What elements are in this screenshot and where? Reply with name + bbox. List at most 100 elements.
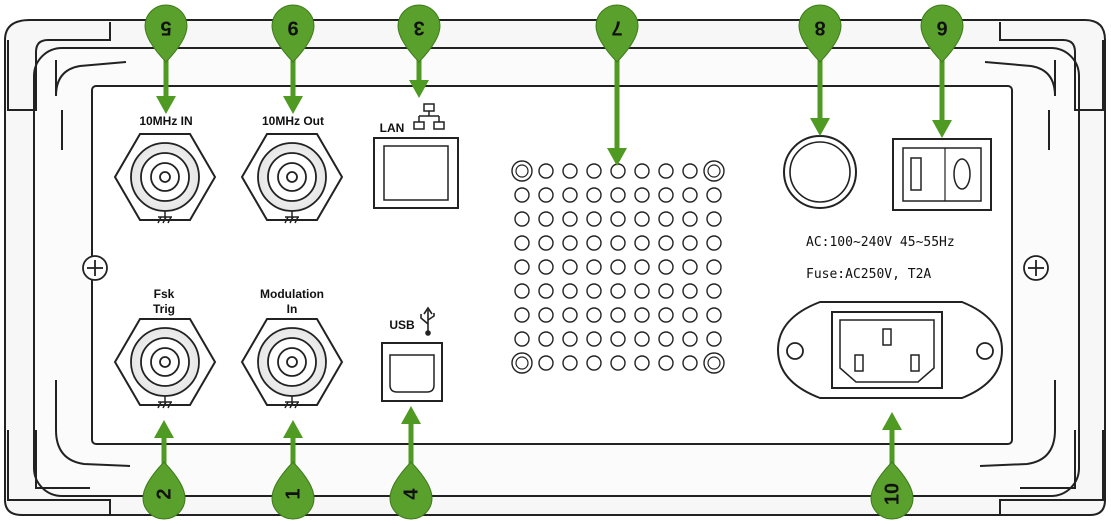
callout-number: 4 — [400, 488, 422, 500]
ground-symbol-icon — [284, 216, 299, 224]
label-lan: LAN — [380, 121, 405, 135]
ground-symbol-icon — [157, 401, 172, 409]
label-fsk: Fsk — [154, 287, 175, 301]
vent-hole — [562, 163, 578, 179]
vent-hole — [682, 235, 698, 251]
vent-corner-hole-inner — [707, 164, 721, 178]
vent-hole — [514, 235, 530, 251]
vent-corner-hole-inner — [515, 164, 529, 178]
power-switch[interactable] — [892, 138, 992, 211]
vent-hole — [586, 235, 602, 251]
vent-hole — [658, 235, 674, 251]
vent-hole — [586, 307, 602, 323]
callout-badge-4: 4 — [389, 461, 433, 520]
vent-hole — [538, 331, 554, 347]
vent-hole — [562, 259, 578, 275]
ground-symbol-icon — [284, 401, 299, 409]
vent-hole — [514, 187, 530, 203]
vent-hole — [514, 259, 530, 275]
vent-hole — [562, 187, 578, 203]
vent-hole — [586, 187, 602, 203]
vent-hole — [562, 307, 578, 323]
vent-hole — [706, 187, 722, 203]
vent-hole — [514, 283, 530, 299]
foot-top-right — [984, 22, 1104, 150]
inlet-mount-hole-left — [786, 342, 804, 360]
bnc-10mhz-in-connector[interactable] — [113, 133, 217, 224]
callout-badge-8: 8 — [798, 4, 842, 63]
callout-number: 3 — [413, 17, 424, 39]
vent-hole — [634, 283, 650, 299]
vent-hole — [610, 163, 626, 179]
callout-number: 8 — [814, 17, 825, 39]
vent-hole — [610, 187, 626, 203]
vent-hole — [538, 211, 554, 227]
vent-hole — [538, 307, 554, 323]
vent-hole — [610, 211, 626, 227]
foot-bottom-left — [7, 380, 131, 515]
vent-hole — [634, 355, 650, 371]
label-trig: Trig — [153, 302, 175, 316]
vent-hole — [682, 163, 698, 179]
vent-hole — [538, 163, 554, 179]
vent-hole — [538, 355, 554, 371]
vent-hole — [706, 283, 722, 299]
vent-hole — [634, 187, 650, 203]
ac-power-inlet[interactable] — [776, 301, 1004, 399]
vent-hole — [658, 163, 674, 179]
vent-hole — [658, 259, 674, 275]
callout-number: 7 — [611, 17, 622, 39]
foot-bottom-right — [979, 380, 1104, 515]
vent-hole — [562, 235, 578, 251]
vent-hole — [610, 259, 626, 275]
vent-hole — [562, 211, 578, 227]
vent-hole — [586, 331, 602, 347]
vent-hole — [610, 331, 626, 347]
vent-hole — [610, 355, 626, 371]
lan-port[interactable] — [373, 137, 459, 209]
vent-hole — [706, 307, 722, 323]
label-ac-rating: AC:100~240V 45~55Hz — [806, 235, 955, 250]
label-modulation-in: In — [287, 302, 298, 316]
callout-number: 5 — [160, 17, 171, 39]
vent-hole — [658, 331, 674, 347]
vent-hole — [514, 211, 530, 227]
ventilation-grille — [511, 160, 725, 374]
bnc-10mhz-out-connector[interactable] — [240, 133, 344, 224]
vent-hole — [682, 211, 698, 227]
vent-hole — [682, 355, 698, 371]
callout-badge-2: 2 — [142, 461, 186, 520]
foot-top-left — [7, 22, 127, 150]
vent-corner-hole-inner — [707, 356, 721, 370]
vent-corner-hole-inner — [515, 356, 529, 370]
ground-symbol-icon — [157, 216, 172, 224]
inlet-mount-hole-right — [976, 342, 994, 360]
vent-hole — [682, 331, 698, 347]
usb-device-port[interactable] — [381, 342, 443, 402]
callout-badge-7: 7 — [595, 4, 639, 63]
vent-hole — [634, 163, 650, 179]
vent-hole — [682, 259, 698, 275]
vent-hole — [610, 283, 626, 299]
vent-hole — [634, 307, 650, 323]
vent-hole — [514, 331, 530, 347]
vent-hole — [538, 259, 554, 275]
vent-hole — [586, 211, 602, 227]
vent-hole — [658, 187, 674, 203]
vent-hole — [706, 235, 722, 251]
callout-number: 1 — [282, 488, 304, 499]
screw-left-icon — [82, 255, 108, 281]
callout-badge-5: 5 — [144, 4, 188, 63]
vent-hole — [562, 355, 578, 371]
vent-hole — [634, 331, 650, 347]
bnc-fsk-trig-connector[interactable] — [113, 318, 217, 409]
bnc-modulation-in-connector[interactable] — [240, 318, 344, 409]
vent-hole — [682, 307, 698, 323]
label-10mhz-in: 10MHz IN — [139, 114, 192, 128]
label-usb: USB — [389, 318, 415, 332]
vent-hole — [586, 163, 602, 179]
vent-hole — [538, 283, 554, 299]
label-modulation: Modulation — [260, 287, 324, 301]
vent-hole — [514, 307, 530, 323]
